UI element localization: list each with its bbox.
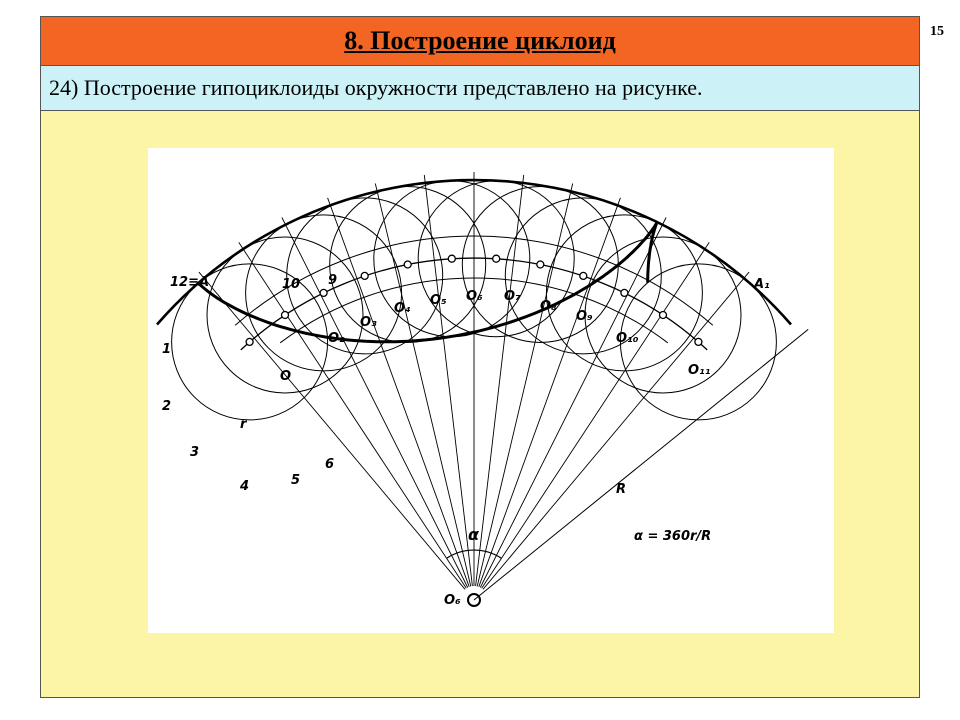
- label-o8: O₈: [540, 299, 557, 314]
- radial-line: [327, 197, 470, 587]
- label-n9: 9: [328, 273, 337, 288]
- rolling-circle: [545, 214, 703, 372]
- label-o2: O₂: [328, 331, 345, 346]
- label-alpha: α: [468, 525, 480, 544]
- label-center: O₆: [444, 593, 461, 608]
- radial-line: [475, 174, 525, 587]
- hypocycloid-drawing: 12≡A A₁ O₆ α R r α = 360r/R O 1 2 3 4 5 …: [156, 172, 809, 608]
- rolling-circle: [504, 197, 662, 355]
- center-point: [658, 310, 668, 320]
- label-n6: 6: [325, 457, 334, 472]
- radial-line: [238, 242, 467, 589]
- slide-number: 15: [930, 24, 944, 39]
- hypocycloid-curve: [197, 221, 659, 344]
- center-point: [280, 310, 290, 320]
- label-point-a1: A₁: [753, 277, 770, 292]
- label-o: O: [280, 369, 291, 384]
- radial-line: [281, 217, 469, 588]
- radial-line: [481, 242, 710, 589]
- label-radius-small: r: [240, 417, 248, 432]
- rolling-circle: [286, 197, 444, 355]
- radial-line: [476, 183, 574, 587]
- label-n3: 3: [190, 445, 199, 460]
- subtitle-bar: 24) Построение гипоциклоиды окружности п…: [40, 66, 920, 111]
- radial-line: [482, 271, 750, 590]
- center-point: [403, 260, 412, 269]
- center-point: [360, 271, 369, 281]
- label-o10: O₁₀: [616, 331, 639, 346]
- center-point: [245, 337, 254, 347]
- radius-dimension-line: [473, 329, 809, 601]
- label-n1: 1: [162, 342, 171, 357]
- center-point: [579, 271, 588, 281]
- label-radius-big: R: [616, 482, 626, 497]
- rolling-circle: [171, 263, 329, 421]
- label-n2: 2: [162, 399, 171, 414]
- label-formula: α = 360r/R: [634, 529, 711, 544]
- rolling-circle: [417, 180, 575, 338]
- center-point: [620, 288, 629, 298]
- radial-line: [198, 271, 466, 590]
- hypocycloid-figure: 12≡A A₁ O₆ α R r α = 360r/R O 1 2 3 4 5 …: [148, 148, 834, 633]
- radial-line: [374, 183, 472, 587]
- title-bar: 8. Построение циклоид: [40, 16, 920, 66]
- center-point: [536, 260, 545, 269]
- label-o4: O₄: [394, 301, 411, 316]
- rolling-circle: [619, 263, 777, 421]
- label-n5: 5: [291, 473, 300, 488]
- alpha-arc: [446, 549, 502, 559]
- label-o6: O₆: [466, 289, 483, 304]
- label-o9: O₉: [576, 309, 593, 324]
- label-o3: O₃: [360, 315, 377, 330]
- label-n10: 10: [282, 277, 300, 292]
- center-point: [447, 254, 456, 263]
- center-point: [319, 288, 328, 298]
- rolling-circle: [206, 236, 364, 394]
- label-n4: 4: [239, 479, 249, 494]
- subtitle-text: 24) Построение гипоциклоиды окружности п…: [49, 75, 703, 100]
- center-point: [694, 337, 703, 347]
- radial-line: [478, 197, 621, 587]
- label-o7: O₇: [504, 289, 521, 304]
- label-o11: O₁₁: [688, 363, 711, 378]
- rolling-circle: [245, 214, 403, 372]
- radial-line: [423, 174, 473, 587]
- label-o5: O₅: [430, 293, 447, 308]
- label-point-a: 12≡A: [170, 275, 209, 290]
- center-point: [492, 254, 501, 263]
- page-title: 8. Построение циклоид: [344, 26, 616, 55]
- rolling-circle: [584, 236, 742, 394]
- radial-line: [479, 217, 667, 588]
